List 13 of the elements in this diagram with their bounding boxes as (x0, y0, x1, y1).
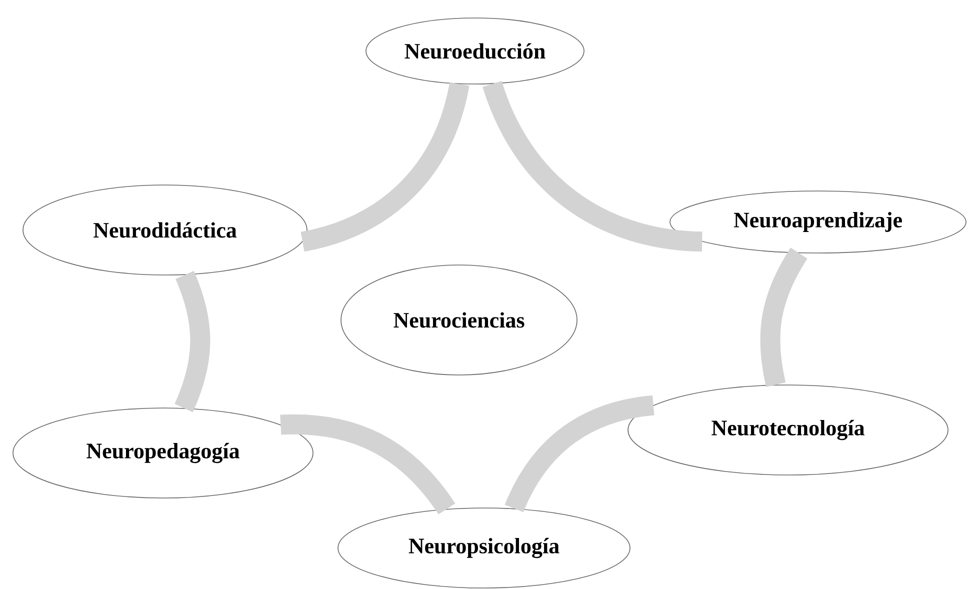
ring-segment (300, 82, 470, 252)
ellipse-node: Neuroaprendizaje (670, 190, 966, 254)
ellipse-node: Neuropedagogía (12, 408, 314, 498)
ellipse-node: Neurodidáctica (22, 184, 308, 276)
ellipse-node: Neurociencias (340, 264, 578, 376)
ellipse-node: Neuroeducción (366, 18, 584, 84)
ellipse-node: Neurotecnología (628, 384, 948, 476)
ring-segment (280, 414, 456, 515)
ring-segment (482, 80, 703, 252)
ring-segment (174, 271, 210, 412)
ring-segment (504, 395, 655, 513)
ring-segment (760, 248, 808, 387)
ellipse-node: Neuropsicología (338, 508, 630, 588)
